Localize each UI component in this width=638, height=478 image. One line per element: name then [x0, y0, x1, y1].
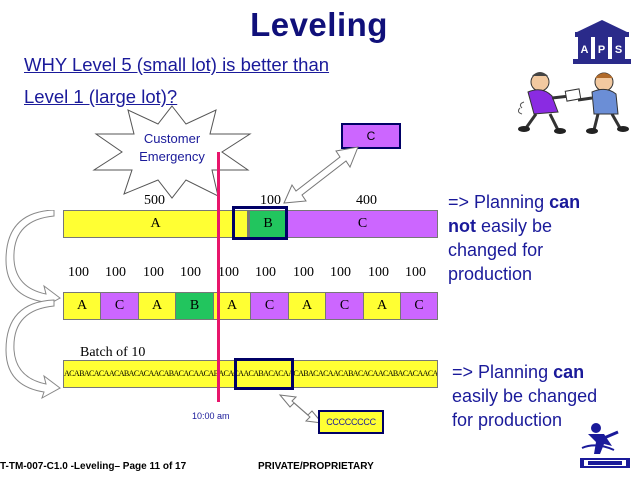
burst-line-2: Emergency — [139, 149, 205, 164]
logo-letter-a: A — [581, 44, 589, 56]
large-lot-segment-c: C — [287, 210, 438, 238]
time-label: 10:00 am — [192, 411, 230, 421]
emergency-c-order: C — [341, 123, 401, 149]
c-batch-box: CCCCCCCC — [318, 410, 384, 434]
large-lot-qty-c: 400 — [356, 193, 377, 208]
aps-logo-icon: A P S — [573, 20, 631, 64]
small-lot-segment: A — [138, 292, 176, 320]
people-running-clipart-icon — [518, 72, 629, 134]
small-lot-qty: 100 — [143, 265, 164, 280]
large-lot-qty-a: 500 — [144, 193, 165, 208]
small-lot-qty: 100 — [68, 265, 89, 280]
customer-emergency-burst — [92, 105, 252, 199]
note-can-line-2: easily be changed — [452, 386, 598, 406]
note-cannot-prefix: => Planning — [448, 192, 550, 212]
small-lot-qty: 100 — [255, 265, 276, 280]
small-lot-bar: A C A B A C A C A C — [63, 292, 438, 320]
note-cannot-line-3: changed for — [448, 240, 544, 260]
question-line-2: Level 1 (large lot)? — [24, 86, 178, 107]
small-lot-qty: 100 — [105, 265, 126, 280]
small-lot-segment: A — [363, 292, 401, 320]
note-cannot-rest: easily be — [475, 216, 553, 236]
small-lot-qty: 100 — [368, 265, 389, 280]
note-cannot-bold-can: can — [549, 192, 581, 212]
batch-label: Batch of 10 — [80, 345, 146, 360]
small-lot-quantities: 100 100 100 100 100 100 100 100 100 100 — [63, 265, 438, 283]
large-lot-qty-b: 100 — [260, 193, 281, 208]
logo-letter-s: S — [615, 44, 622, 56]
note-can-prefix: => Planning — [452, 362, 554, 382]
small-lot-qty: 100 — [330, 265, 351, 280]
note-cannot-bold-not: not — [448, 216, 476, 236]
small-lot-segment: C — [325, 292, 364, 320]
small-lot-qty: 100 — [218, 265, 239, 280]
question-line-1: WHY Level 5 (small lot) is better than — [24, 54, 330, 75]
small-lot-segment: C — [100, 292, 139, 320]
small-lot-segment: B — [175, 292, 214, 320]
small-lot-qty: 100 — [405, 265, 426, 280]
small-lot-qty: 100 — [180, 265, 201, 280]
highlight-box-large-lot — [232, 206, 288, 240]
small-lot-qty: 100 — [293, 265, 314, 280]
footer-proprietary: PRIVATE/PROPRIETARY — [258, 461, 374, 472]
note-can-change: => Planning can easily be changed for pr… — [452, 360, 636, 432]
note-can-line-3: for production — [452, 410, 563, 430]
note-cannot-change: => Planning can not easily be changed fo… — [448, 190, 634, 286]
highlight-box-sequence — [234, 358, 294, 390]
small-lot-segment: A — [63, 292, 101, 320]
time-marker-line — [217, 152, 220, 402]
page-title: Leveling — [250, 6, 388, 43]
logo-letter-p: P — [598, 44, 605, 56]
burst-line-1: Customer — [143, 131, 201, 146]
double-arrow-icon — [283, 146, 359, 204]
note-can-bold: can — [553, 362, 585, 382]
curved-arrows-icon — [5, 210, 61, 400]
company-logo-icon — [580, 423, 630, 468]
footer-doc-id: T-TM-007-C1.0 -Leveling– Page 11 of 17 — [0, 461, 187, 472]
note-cannot-line-4: production — [448, 264, 533, 284]
small-lot-segment: C — [250, 292, 289, 320]
large-lot-segment-b: B — [249, 210, 287, 238]
large-lot-segment-a: A — [63, 210, 248, 238]
small-lot-segment: C — [400, 292, 438, 320]
small-lot-segment: A — [288, 292, 326, 320]
